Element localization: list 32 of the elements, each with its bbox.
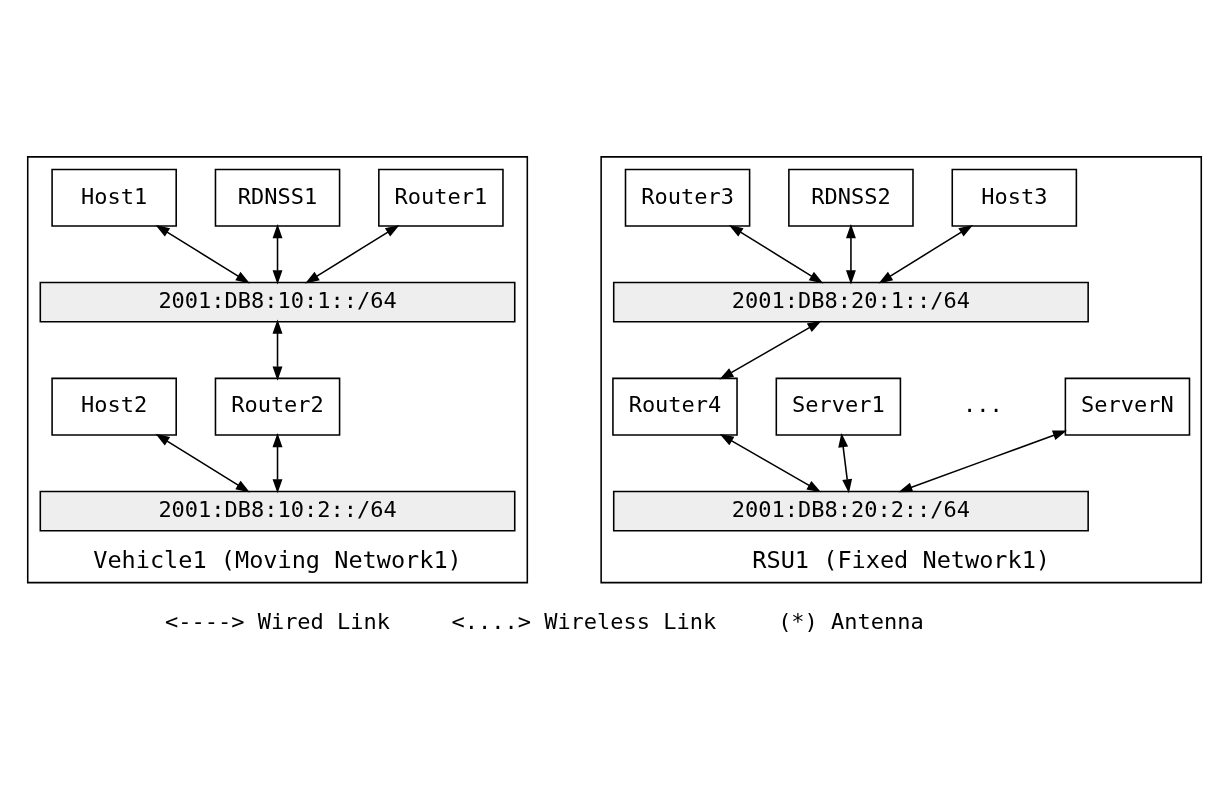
arrow [272,223,283,284]
arrow [838,432,853,493]
label: ... [963,391,1003,417]
node-box: Router4 [612,377,738,436]
arrow [272,318,283,381]
node-box: 2001:DB8:10:2::/64 [39,490,516,532]
node-box: Router3 [624,168,751,227]
node-box: Router2 [214,377,341,436]
label: <----> Wired Link [165,608,391,634]
arrow [846,223,856,284]
arrow [272,432,283,493]
node-box: Host1 [51,168,177,227]
arrow [305,224,400,283]
node-box: 2001:DB8:20:1::/64 [612,281,1089,323]
node-box: 2001:DB8:20:2::/64 [612,490,1089,532]
label: <....> Wireless Link [451,608,717,634]
arrow [878,224,973,283]
arrow [155,224,250,283]
node-box: Host3 [951,168,1078,227]
node-box: 2001:DB8:10:1::/64 [39,281,516,323]
node-box: RDNSS2 [788,168,914,227]
arrow [898,429,1067,492]
node-box: Host2 [51,377,177,436]
arrow [719,433,822,492]
node-box: ServerN [1064,377,1191,436]
node-box: RDNSS1 [214,168,341,227]
label: (*) Antenna [778,608,924,634]
node-box: Server1 [775,377,902,436]
node-box: Router1 [378,168,504,227]
arrow [719,320,822,380]
arrow [155,433,250,492]
arrow [728,224,824,283]
